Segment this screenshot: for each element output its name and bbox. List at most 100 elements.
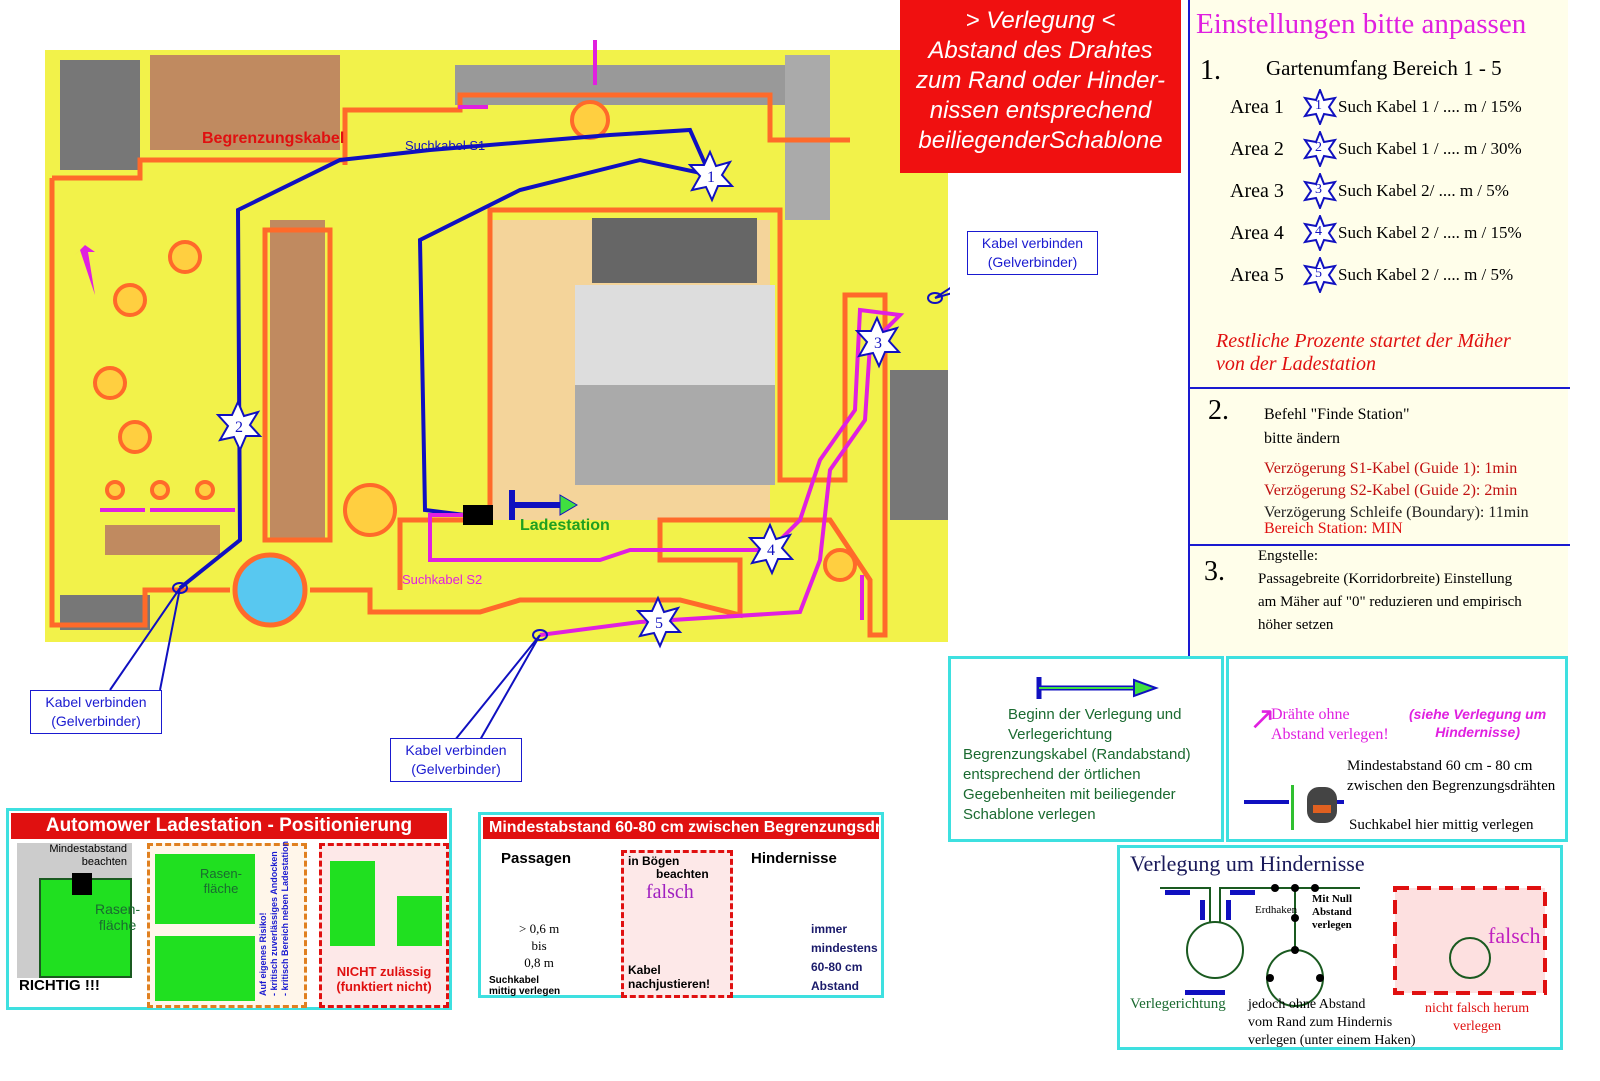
direction-label: Verlegerichtung (1130, 996, 1226, 1012)
delay-line: Verzögerung S1-Kabel (Guide 1): 1min (1264, 460, 1518, 477)
obstacle-diagrams (1160, 884, 1547, 1007)
area-stars (215, 149, 902, 649)
risky-diagram: Rasen-fläche Auf eigenes Risiko!- kritis… (147, 840, 307, 1008)
desc-line: vom Rand zum Hindernis (1248, 1015, 1393, 1030)
area-text: Such Kabel 1 / .... m / 30% (1338, 139, 1522, 158)
area-row: Area 5 5 Such Kabel 2 / .... m / 5% (1230, 254, 1570, 296)
star-number: 4 (1315, 224, 1322, 239)
station-positioning-box: Automower Ladestation - Positionierung M… (6, 808, 452, 1010)
star-number: 5 (1315, 266, 1322, 281)
divider (1190, 544, 1570, 546)
area-label: Area 3 (1230, 179, 1284, 202)
charging-station (463, 505, 493, 525)
boundary-wire (49, 92, 888, 638)
label-line: fläche (98, 917, 137, 933)
note-line: > Verlegung < (965, 7, 1116, 34)
area-label: Area 2 (1230, 137, 1284, 160)
label-line: beachten (81, 856, 127, 868)
area-text: Such Kabel 2 / .... m / 15% (1338, 223, 1522, 242)
guide2-label: Suchkabel S2 (402, 572, 482, 587)
star-label: 5 (655, 615, 663, 632)
label-line: Abstand (811, 979, 859, 993)
section-number: 1. (1200, 55, 1221, 86)
label-line: Abstand (1312, 906, 1352, 918)
station-label: Ladestation (520, 517, 610, 534)
legend-line: (siehe Verlegung um (1409, 706, 1547, 722)
magenta-arrows-icon (75, 40, 864, 620)
label-line: beachten (656, 867, 709, 881)
garden-map: 1 2 3 4 5 Begrenzungskabel Suchkabel S1 … (45, 40, 950, 741)
start-arrow-icon (509, 490, 560, 520)
legend-line: Mindestabstand 60 cm - 80 cm (1347, 758, 1533, 774)
legend-line: Begrenzungskabel (Randabstand) (963, 746, 1191, 763)
guide-wire-s1 (178, 127, 714, 590)
guide-center-text: Suchkabel hier mittig verlegen (1349, 817, 1534, 833)
label-line: 0,8 m (524, 955, 554, 970)
star-icon (687, 149, 735, 203)
star-label: 3 (874, 335, 882, 352)
shed (60, 60, 140, 170)
s2-line: Befehl "Finde Station" (1264, 406, 1410, 423)
see-obstacles-note: (siehe Verlegung um Hindernisse) (1409, 705, 1546, 741)
desc-line: verlegen (1452, 1019, 1502, 1034)
legend-line: Beginn der Verlegung und (1008, 706, 1182, 723)
desc-line: nicht falsch herum (1425, 1001, 1530, 1016)
label-line: Auf eigenes Risiko! (258, 912, 268, 996)
area-label: Area 5 (1230, 263, 1284, 286)
area-text: Such Kabel 2/ .... m / 5% (1338, 181, 1509, 200)
star-icon: 5 (1302, 255, 1338, 295)
star-icon: 3 (1302, 171, 1338, 211)
start-arrow-head-icon (559, 494, 578, 516)
s3-line: Passagebreite (Korridorbreite) Einstellu… (1258, 571, 1513, 587)
label-line: Rasen- (200, 866, 242, 881)
legend-line: Hindernisse) (1435, 724, 1520, 740)
connector-markers (109, 286, 950, 741)
callout-line: Kabel verbinden (45, 694, 147, 710)
label-line: - kritisch zuverlässiges Andocken (269, 851, 279, 996)
legend-line: Abstand verlegen! (1271, 726, 1389, 743)
passages-label: Passagen (501, 850, 572, 867)
path-stones (455, 65, 785, 105)
area-text: Such Kabel 2 / .... m / 5% (1338, 265, 1514, 284)
label-line: in Bögen (628, 854, 680, 868)
station-title: Automower Ladestation - Positionierung (11, 813, 447, 839)
correct-label: RICHTIG !!! (19, 977, 100, 994)
label-line: nachjustieren! (628, 977, 711, 991)
obstacles-title: Verlegung um Hindernisse (1130, 851, 1365, 876)
label-line: mittig verlegen (489, 986, 561, 997)
magenta-arrow-icon: ↗ (1249, 700, 1276, 736)
label-line: (funktiert nicht) (336, 979, 432, 994)
label-line: - kritisch Bereich neben Ladestation (280, 840, 290, 996)
note-line: beiliegenderSchablone (918, 127, 1163, 154)
connector-callout-bottom: Kabel verbinden(Gelverbinder) (390, 738, 522, 782)
label-line: Mindestabstand (49, 843, 127, 855)
note-line: Abstand des Drahtes (928, 37, 1153, 64)
guide1-label: Suchkabel S1 (405, 138, 485, 153)
legend-line: Gegebenheiten mit beiliegender (963, 786, 1176, 803)
star-icon (635, 595, 683, 649)
connector-callout-top: Kabel verbinden(Gelverbinder) (967, 231, 1098, 275)
label-line: Kabel (628, 963, 661, 977)
guide-wire-s2 (428, 307, 905, 637)
callout-line: (Gelverbinder) (51, 713, 141, 729)
flowerbed (270, 220, 325, 540)
star-number: 3 (1315, 182, 1322, 197)
settings-panel: Einstellungen bitte anpassen 1. Gartenum… (1188, 0, 1570, 656)
wrong-label: falsch (646, 881, 694, 903)
wrong-desc: nicht falsch herum verlegen (1425, 1000, 1529, 1036)
star-number: 2 (1315, 140, 1322, 155)
callout-line: Kabel verbinden (405, 742, 507, 758)
star-label: 4 (767, 542, 775, 559)
min-distance-box: Mindestabstand 60-80 cm zwischen Begrenz… (478, 812, 884, 998)
shed (890, 370, 948, 520)
note-line: zum Rand oder Hinder- (915, 67, 1165, 94)
section-number: 3. (1204, 556, 1225, 587)
